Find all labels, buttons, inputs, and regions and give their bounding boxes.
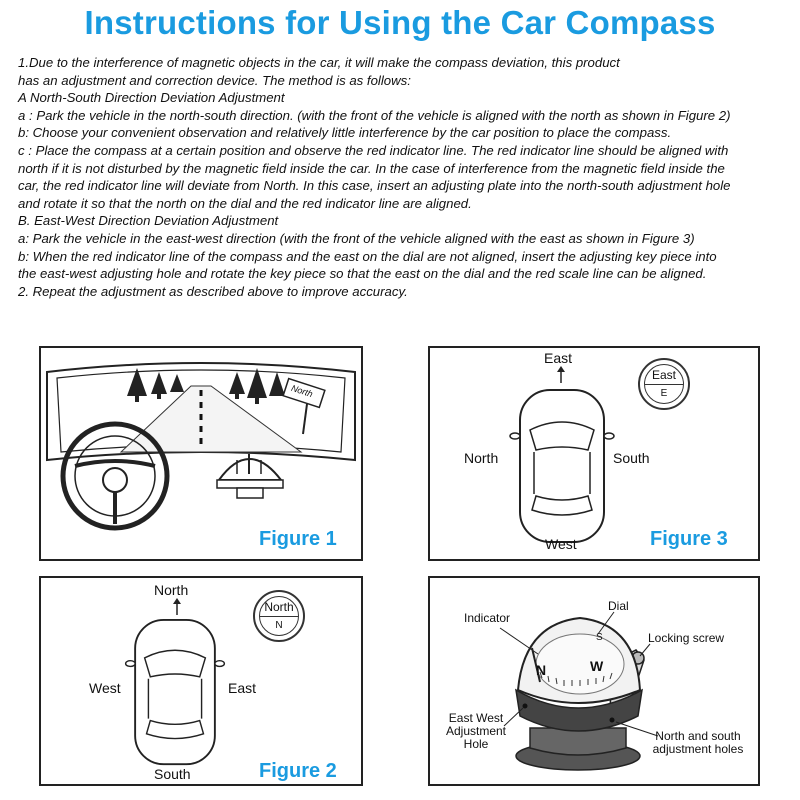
direction-label-north: North	[464, 450, 499, 466]
direction-label-east: East	[228, 680, 257, 696]
car-top-view-icon	[509, 389, 615, 543]
direction-label-west: West	[545, 536, 577, 552]
direction-label-east: East	[544, 350, 573, 366]
callout-north-south-holes: North and south adjustment holes	[652, 729, 744, 756]
figure-4-panel: N W S Indicator Dial Locking screw East …	[428, 576, 760, 786]
instruction-line: north if it is not disturbed by the magn…	[18, 160, 725, 176]
instruction-line: 1.Due to the interference of magnetic ob…	[18, 55, 620, 70]
instruction-line: b: When the red indicator line of the co…	[18, 248, 717, 264]
instruction-line: c : Place the compass at a certain posit…	[18, 142, 729, 158]
dial-letter-n: N	[536, 662, 547, 678]
figure-1-label: Figure 1	[259, 528, 337, 550]
instruction-line: car, the red indicator line will deviate…	[18, 178, 731, 194]
figure-1-panel: North Figure 1	[39, 346, 363, 561]
instruction-line: 2. Repeat the adjustment as described ab…	[18, 283, 408, 299]
badge-word: East	[651, 368, 676, 382]
callout-dial: Dial	[608, 599, 629, 613]
direction-label-south: South	[613, 450, 650, 466]
badge-letter: E	[660, 388, 668, 399]
callout-locking-screw: Locking screw	[648, 631, 725, 645]
instruction-line: the east-west adjusting hole and rotate …	[18, 266, 707, 282]
instruction-line: a: Park the vehicle in the east-west dir…	[18, 230, 695, 246]
direction-label-north: North	[154, 582, 189, 598]
north-dial-badge: North N	[253, 590, 305, 642]
direction-label-west: West	[89, 680, 121, 696]
car-top-view-icon	[124, 618, 226, 766]
figure-2-label: Figure 2	[259, 760, 337, 782]
arrow-up-icon	[557, 366, 565, 383]
instruction-line: A North-South Direction Deviation Adjust…	[18, 90, 285, 106]
instruction-line: b: Choose your convenient observation an…	[18, 125, 672, 141]
direction-label-south: South	[154, 766, 191, 782]
instruction-line: B. East-West Direction Deviation Adjustm…	[18, 213, 279, 229]
figure-3-panel: East North South West East E Figure 3	[428, 346, 760, 561]
figure-2-panel: North West East South North N Figure 2	[39, 576, 363, 786]
instruction-line: has an adjustment and correction device.…	[18, 72, 411, 88]
dial-letter-s: S	[596, 632, 603, 643]
page-title: Instructions for Using the Car Compass	[84, 4, 716, 41]
callout-east-west-hole: East West Adjustment Hole	[445, 711, 507, 751]
instruction-line: a : Park the vehicle in the north-south …	[18, 107, 731, 123]
east-dial-badge: East E	[638, 358, 690, 410]
badge-word: North	[264, 600, 294, 614]
callout-indicator: Indicator	[464, 611, 511, 625]
compass-diagram	[499, 611, 659, 771]
windshield-illustration	[46, 362, 356, 531]
badge-letter: N	[275, 620, 283, 631]
arrow-up-icon	[173, 598, 181, 615]
instruction-line: and rotate it so that the north on the d…	[18, 195, 472, 211]
figure-3-label: Figure 3	[650, 528, 728, 550]
instructions-text: 1.Due to the interference of magnetic ob…	[18, 54, 788, 300]
dial-letter-w: W	[590, 658, 604, 674]
